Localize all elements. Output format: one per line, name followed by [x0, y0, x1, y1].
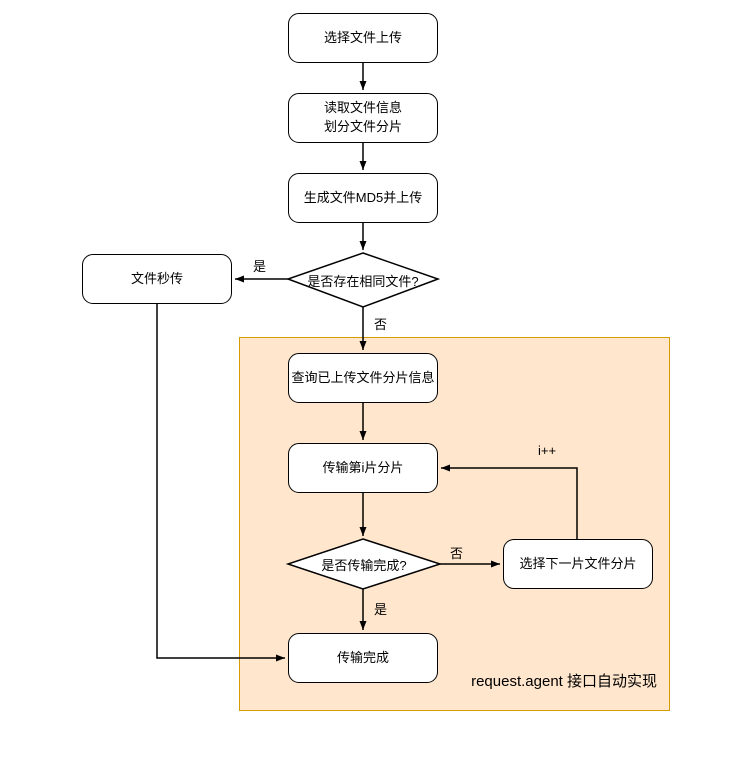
node-read-file-info: 读取文件信息 划分文件分片 — [288, 93, 438, 143]
decision-transfer-done-shape — [285, 538, 443, 590]
decision-transfer-done-label: 是否传输完成? — [321, 557, 407, 573]
node-query-chunks: 查询已上传文件分片信息 — [288, 353, 438, 403]
region-caption: request.agent 接口自动实现 — [471, 673, 657, 690]
edge-label-increment: i++ — [538, 443, 557, 458]
edge-label-yes-same: 是 — [253, 259, 267, 274]
decision-same-file-shape — [285, 252, 441, 308]
edge-label-yes-done: 是 — [374, 602, 388, 617]
node-instant-upload: 文件秒传 — [82, 254, 232, 304]
edge-increment-loop — [441, 464, 578, 539]
node-transfer-complete: 传输完成 — [288, 633, 438, 683]
edge-instant-to-complete — [156, 303, 285, 662]
node-next-chunk: 选择下一片文件分片 — [503, 539, 653, 589]
node-select-upload: 选择文件上传 — [288, 13, 438, 63]
node-generate-md5: 生成文件MD5并上传 — [288, 173, 438, 223]
edge-label-no-same: 否 — [374, 317, 388, 332]
decision-same-file-label: 是否存在相同文件? — [307, 273, 419, 289]
edge-label-no-done: 否 — [450, 546, 464, 561]
node-transfer-chunk: 传输第i片分片 — [288, 443, 438, 493]
